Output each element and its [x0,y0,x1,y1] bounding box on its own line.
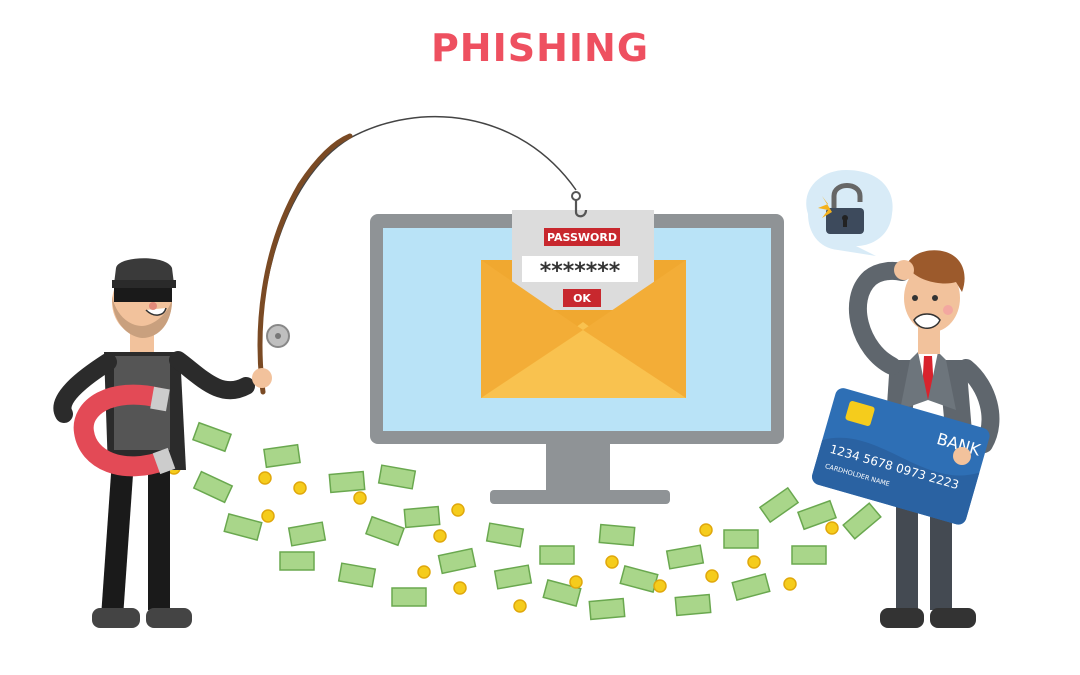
credit-card: BANK 1234 5678 0973 2223 CARDHOLDER NAME [812,388,990,525]
money-trail [167,407,882,621]
password-label: PASSWORD [547,231,617,244]
fish-hook-icon [571,191,588,218]
dollar-bill-icon [191,421,882,621]
magnet-icon [73,384,176,477]
fishing-rod-icon [257,115,577,395]
ok-button[interactable]: OK [573,292,591,305]
coin-icon [167,407,839,613]
envelope-icon: PASSWORD ******* OK [481,210,686,398]
padlock-speech-bubble [806,170,893,256]
page-title: PHISHING [430,26,650,70]
padlock-icon [818,183,864,234]
credit-card-chip-icon [845,400,875,426]
thief-character [53,258,272,628]
login-card: PASSWORD ******* OK [512,210,654,310]
password-field[interactable]: ******* [540,259,621,284]
